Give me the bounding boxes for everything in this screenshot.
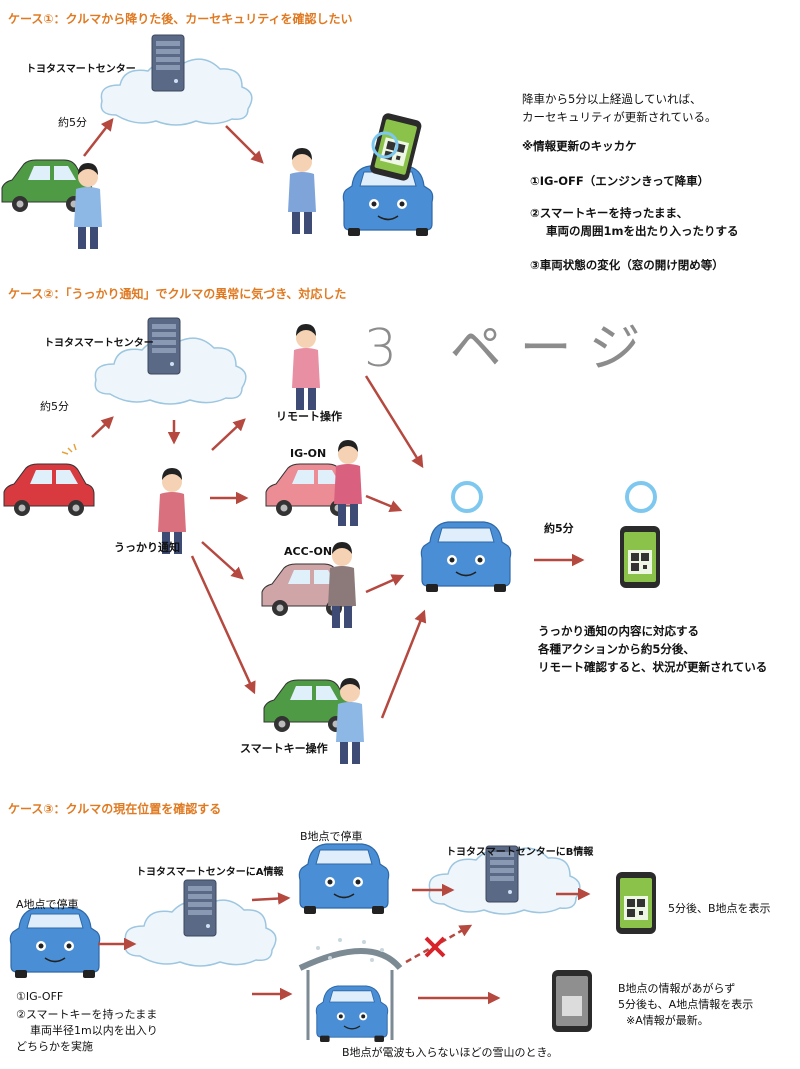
case1-info: 降車から5分以上経過していれば、 カーセキュリティが更新されている。 <box>522 90 716 126</box>
desc-line-1: うっかり通知の内容に対応する <box>538 624 699 638</box>
trigger-1: ①IG-OFF（エンジンきって降車） <box>530 174 710 188</box>
cond-2: ②スマートキーを持ったまま <box>16 1008 158 1021</box>
trigger-2: ②スマートキーを持ったまま、 <box>530 206 689 220</box>
case2-desc: うっかり通知の内容に対応する 各種アクションから約5分後、 リモート確認すると、… <box>538 622 767 676</box>
page-label: 3 ページ <box>364 319 659 379</box>
notify-label: うっかり通知 <box>114 541 180 554</box>
center-b-label: トヨタスマートセンターにB情報 <box>446 847 594 858</box>
fail-line-3: ※A情報が最新。 <box>626 1014 709 1027</box>
cond-1: ①IG-OFF <box>16 990 64 1003</box>
case1-center-label: トヨタスマートセンター <box>26 64 136 75</box>
carport-icon <box>298 938 403 1040</box>
trigger-title: ※情報更新のキッカケ <box>522 139 637 153</box>
fail-line-2: 5分後も、A地点情報を表示 <box>618 998 754 1011</box>
smartkey-label: スマートキー操作 <box>240 742 328 755</box>
fail-line-1: B地点の情報があがらず <box>618 982 736 995</box>
trigger-2-cont: 車両の周囲1mを出たり入ったりする <box>546 224 739 238</box>
acc-on-label: ACC-ON <box>284 545 333 558</box>
ig-on-label: IG-ON <box>290 447 327 460</box>
show-b-label: 5分後、B地点を表示 <box>668 902 771 915</box>
case1-title: ケース①：クルマから降りた後、カーセキュリティを確認したい <box>8 12 353 26</box>
desc-line-3: リモート確認すると、状況が更新されている <box>538 660 768 674</box>
cross-icon <box>424 936 446 958</box>
trigger-3: ③車両状態の変化（窓の開け閉め等） <box>530 258 724 272</box>
cond-4: どちらかを実施 <box>16 1040 93 1053</box>
case2-center-label: トヨタスマートセンター <box>44 338 154 349</box>
center-a-label: トヨタスマートセンターにA情報 <box>136 867 284 878</box>
case2-time-label: 約5分 <box>40 400 69 413</box>
snow-label: B地点が電波も入らないほどの雪山のとき。 <box>342 1046 558 1059</box>
desc-line-2: 各種アクションから約5分後、 <box>538 642 695 656</box>
info-line-2: カーセキュリティが更新されている。 <box>522 110 717 124</box>
case2-title: ケース②：「うっかり通知」でクルマの異常に気づき、対応した <box>8 287 347 301</box>
remote-label: リモート操作 <box>276 410 342 423</box>
case1-time-label: 約5分 <box>58 116 87 129</box>
park-b-label: B地点で停車 <box>300 830 363 843</box>
park-a-label: A地点で停車 <box>16 898 79 911</box>
info-line-1: 降車から5分以上経過していれば、 <box>522 92 702 106</box>
cond-3: 車両半径1m以内を出入り <box>30 1024 158 1037</box>
after-time-label: 約5分 <box>544 522 574 535</box>
case3-title: ケース③：クルマの現在位置を確認する <box>8 802 222 816</box>
